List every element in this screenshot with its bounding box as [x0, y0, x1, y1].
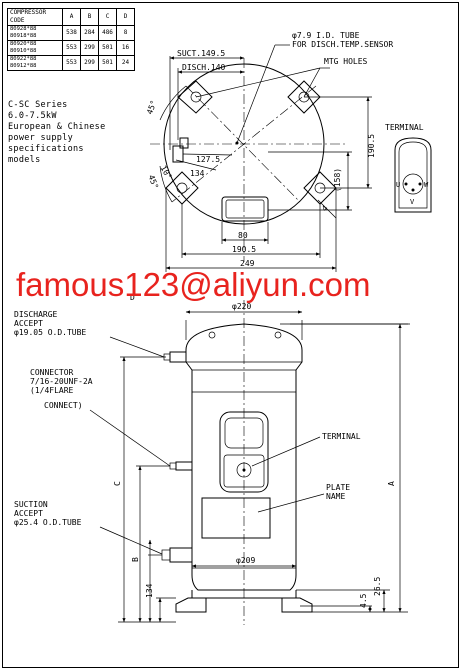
connector-label-3: (1/4FLARE [30, 386, 74, 395]
dim-80: 80 [238, 231, 248, 240]
series-note-line: specifications [8, 144, 84, 154]
side-view: φ220 φ209 DISCHARGE ACCEPT φ19.05 O.D.TU… [14, 293, 410, 625]
tube-callout-line1: φ7.9 I.D. TUBE [292, 31, 360, 40]
series-note-line: European & Chinese [8, 122, 106, 132]
model-code: 80922*88 [10, 56, 37, 62]
plate-label-1: PLATE [326, 483, 350, 492]
angle-45-top: 45° [145, 99, 158, 116]
foot-left [175, 597, 207, 613]
connector-label-1: CONNECTOR [30, 368, 74, 377]
terminal-box-top [221, 196, 269, 222]
model-code: 80918*88 [10, 33, 37, 39]
foot-right [281, 597, 313, 613]
suction-fitting [169, 547, 193, 563]
table-row: 80920*88 80910*88 553 299 501 16 [7, 40, 135, 56]
model-code: 80912*88 [10, 63, 37, 69]
dim-d: D [130, 293, 135, 302]
dim-disch: DISCH.140 [182, 63, 226, 72]
discharge-tube-stub [179, 137, 189, 149]
watermark: famous123@aliyun.com [16, 266, 371, 303]
dim-158: (158) [333, 168, 342, 192]
dim-4: 4 [320, 204, 330, 214]
series-note-line: C-SC Series [8, 100, 68, 110]
plate-label-2: NAME [326, 492, 345, 501]
compressor-spec-table: COMPRESSOR CODE A B C D 80928*88 80918*8… [7, 8, 135, 71]
series-note-line: 6.0-7.5kW [8, 111, 57, 121]
tube-callout-line2: FOR DISCH.TEMP.SENSOR [292, 40, 393, 49]
dim-a: A [387, 481, 396, 486]
terminal-callout: TERMINAL [322, 432, 361, 441]
dim-134-side: 134 [145, 583, 154, 598]
terminal-box-side [219, 411, 269, 493]
series-note-line: models [8, 155, 41, 165]
angle-45-bottom: 45° [147, 174, 160, 191]
dim-190-5-vertical: 190.5 [367, 134, 376, 158]
dim-4-5: 4.5 [359, 593, 368, 608]
discharge-label-2: ACCEPT [14, 319, 43, 328]
suction-label-1: SUCTION [14, 500, 48, 509]
connector-label-4: CONNECT) [44, 401, 83, 410]
model-code: 80928*88 [10, 26, 37, 32]
dim-b: B [131, 557, 140, 562]
table-row: 80922*88 80912*88 553 299 501 24 [7, 55, 135, 71]
connector-label-2: 7/16-20UNF-2A [30, 377, 93, 386]
dim-127-5: 127.5 [196, 155, 220, 164]
discharge-label-3: φ19.05 O.D.TUBE [14, 328, 86, 337]
dia-209: φ209 [236, 556, 255, 565]
connector-fitting [175, 461, 193, 471]
dim-249: 249 [240, 259, 255, 268]
dim-c: C [113, 481, 122, 486]
shell-side [185, 323, 303, 591]
terminal-view-title: TERMINAL [385, 123, 424, 132]
dim-suct: SUCT.149.5 [177, 49, 225, 58]
model-codes: 80922*88 80912*88 [7, 55, 63, 71]
discharge-fitting [169, 351, 187, 363]
name-plate [201, 497, 271, 539]
terminal-w: W [424, 181, 429, 189]
series-note-line: power supply [8, 133, 74, 143]
drawing-frame [2, 2, 459, 668]
model-codes: 80920*88 80910*88 [7, 40, 63, 56]
terminal-view: TERMINAL U W V [385, 123, 432, 213]
dim-190-5-horizontal: 190.5 [232, 245, 256, 254]
dim-134: 134 [190, 169, 205, 178]
mtg-holes-label: MTG HOLES [324, 57, 368, 66]
terminal-u: U [396, 181, 400, 189]
terminal-v: V [410, 198, 415, 206]
suction-label-2: ACCEPT [14, 509, 43, 518]
dim-26-5: 26.5 [373, 577, 382, 596]
value-d: 24 [116, 55, 135, 71]
model-code: 80920*88 [10, 41, 37, 47]
discharge-label-1: DISCHARGE [14, 310, 58, 319]
suction-label-3: φ25.4 O.D.TUBE [14, 518, 82, 527]
top-view: SUCT.149.5 DISCH.140 φ7.9 I.D. TUBE FOR … [145, 31, 393, 272]
series-note: C-SC Series 6.0-7.5kW European & Chinese… [8, 100, 106, 166]
dia-220: φ220 [232, 302, 251, 311]
model-code: 80910*88 [10, 48, 37, 54]
